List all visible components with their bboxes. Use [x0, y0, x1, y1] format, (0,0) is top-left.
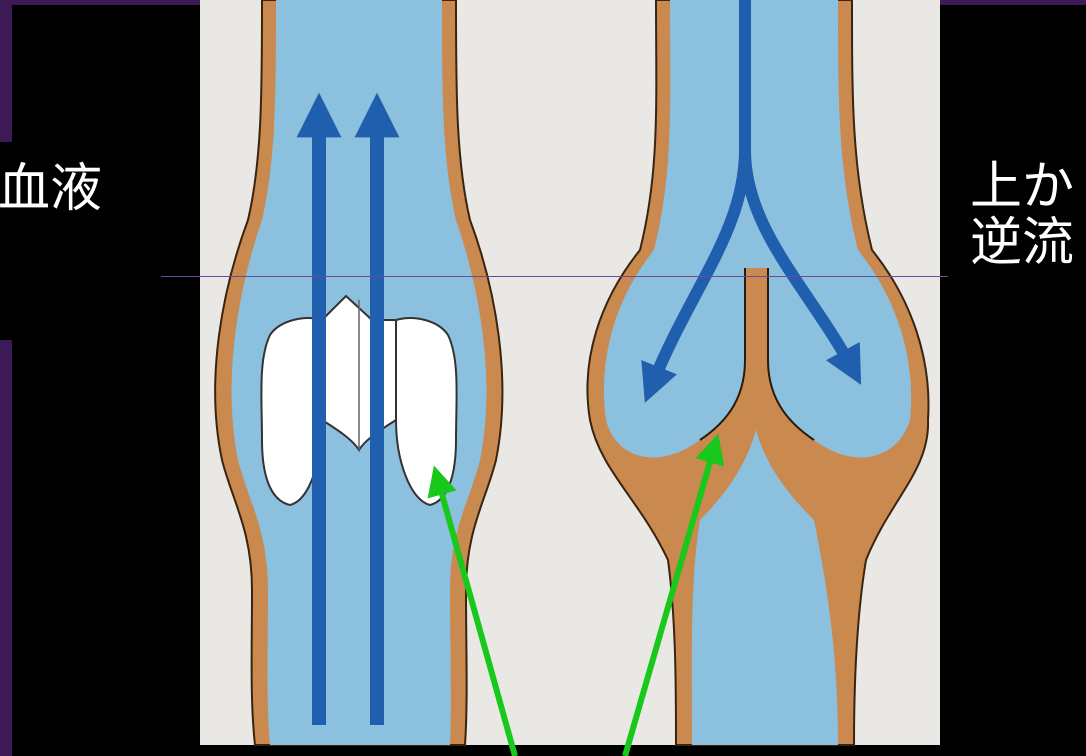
label-backflow-line1: 上か — [970, 158, 1074, 216]
label-backflow: 上か 逆流 — [948, 142, 1086, 342]
divider-line — [0, 276, 1086, 277]
left-leaflet-right — [396, 318, 457, 505]
label-blood-text: 血液 — [0, 160, 102, 218]
label-blood: 血液 — [0, 142, 161, 340]
label-backflow-line2: 逆流 — [970, 214, 1074, 272]
